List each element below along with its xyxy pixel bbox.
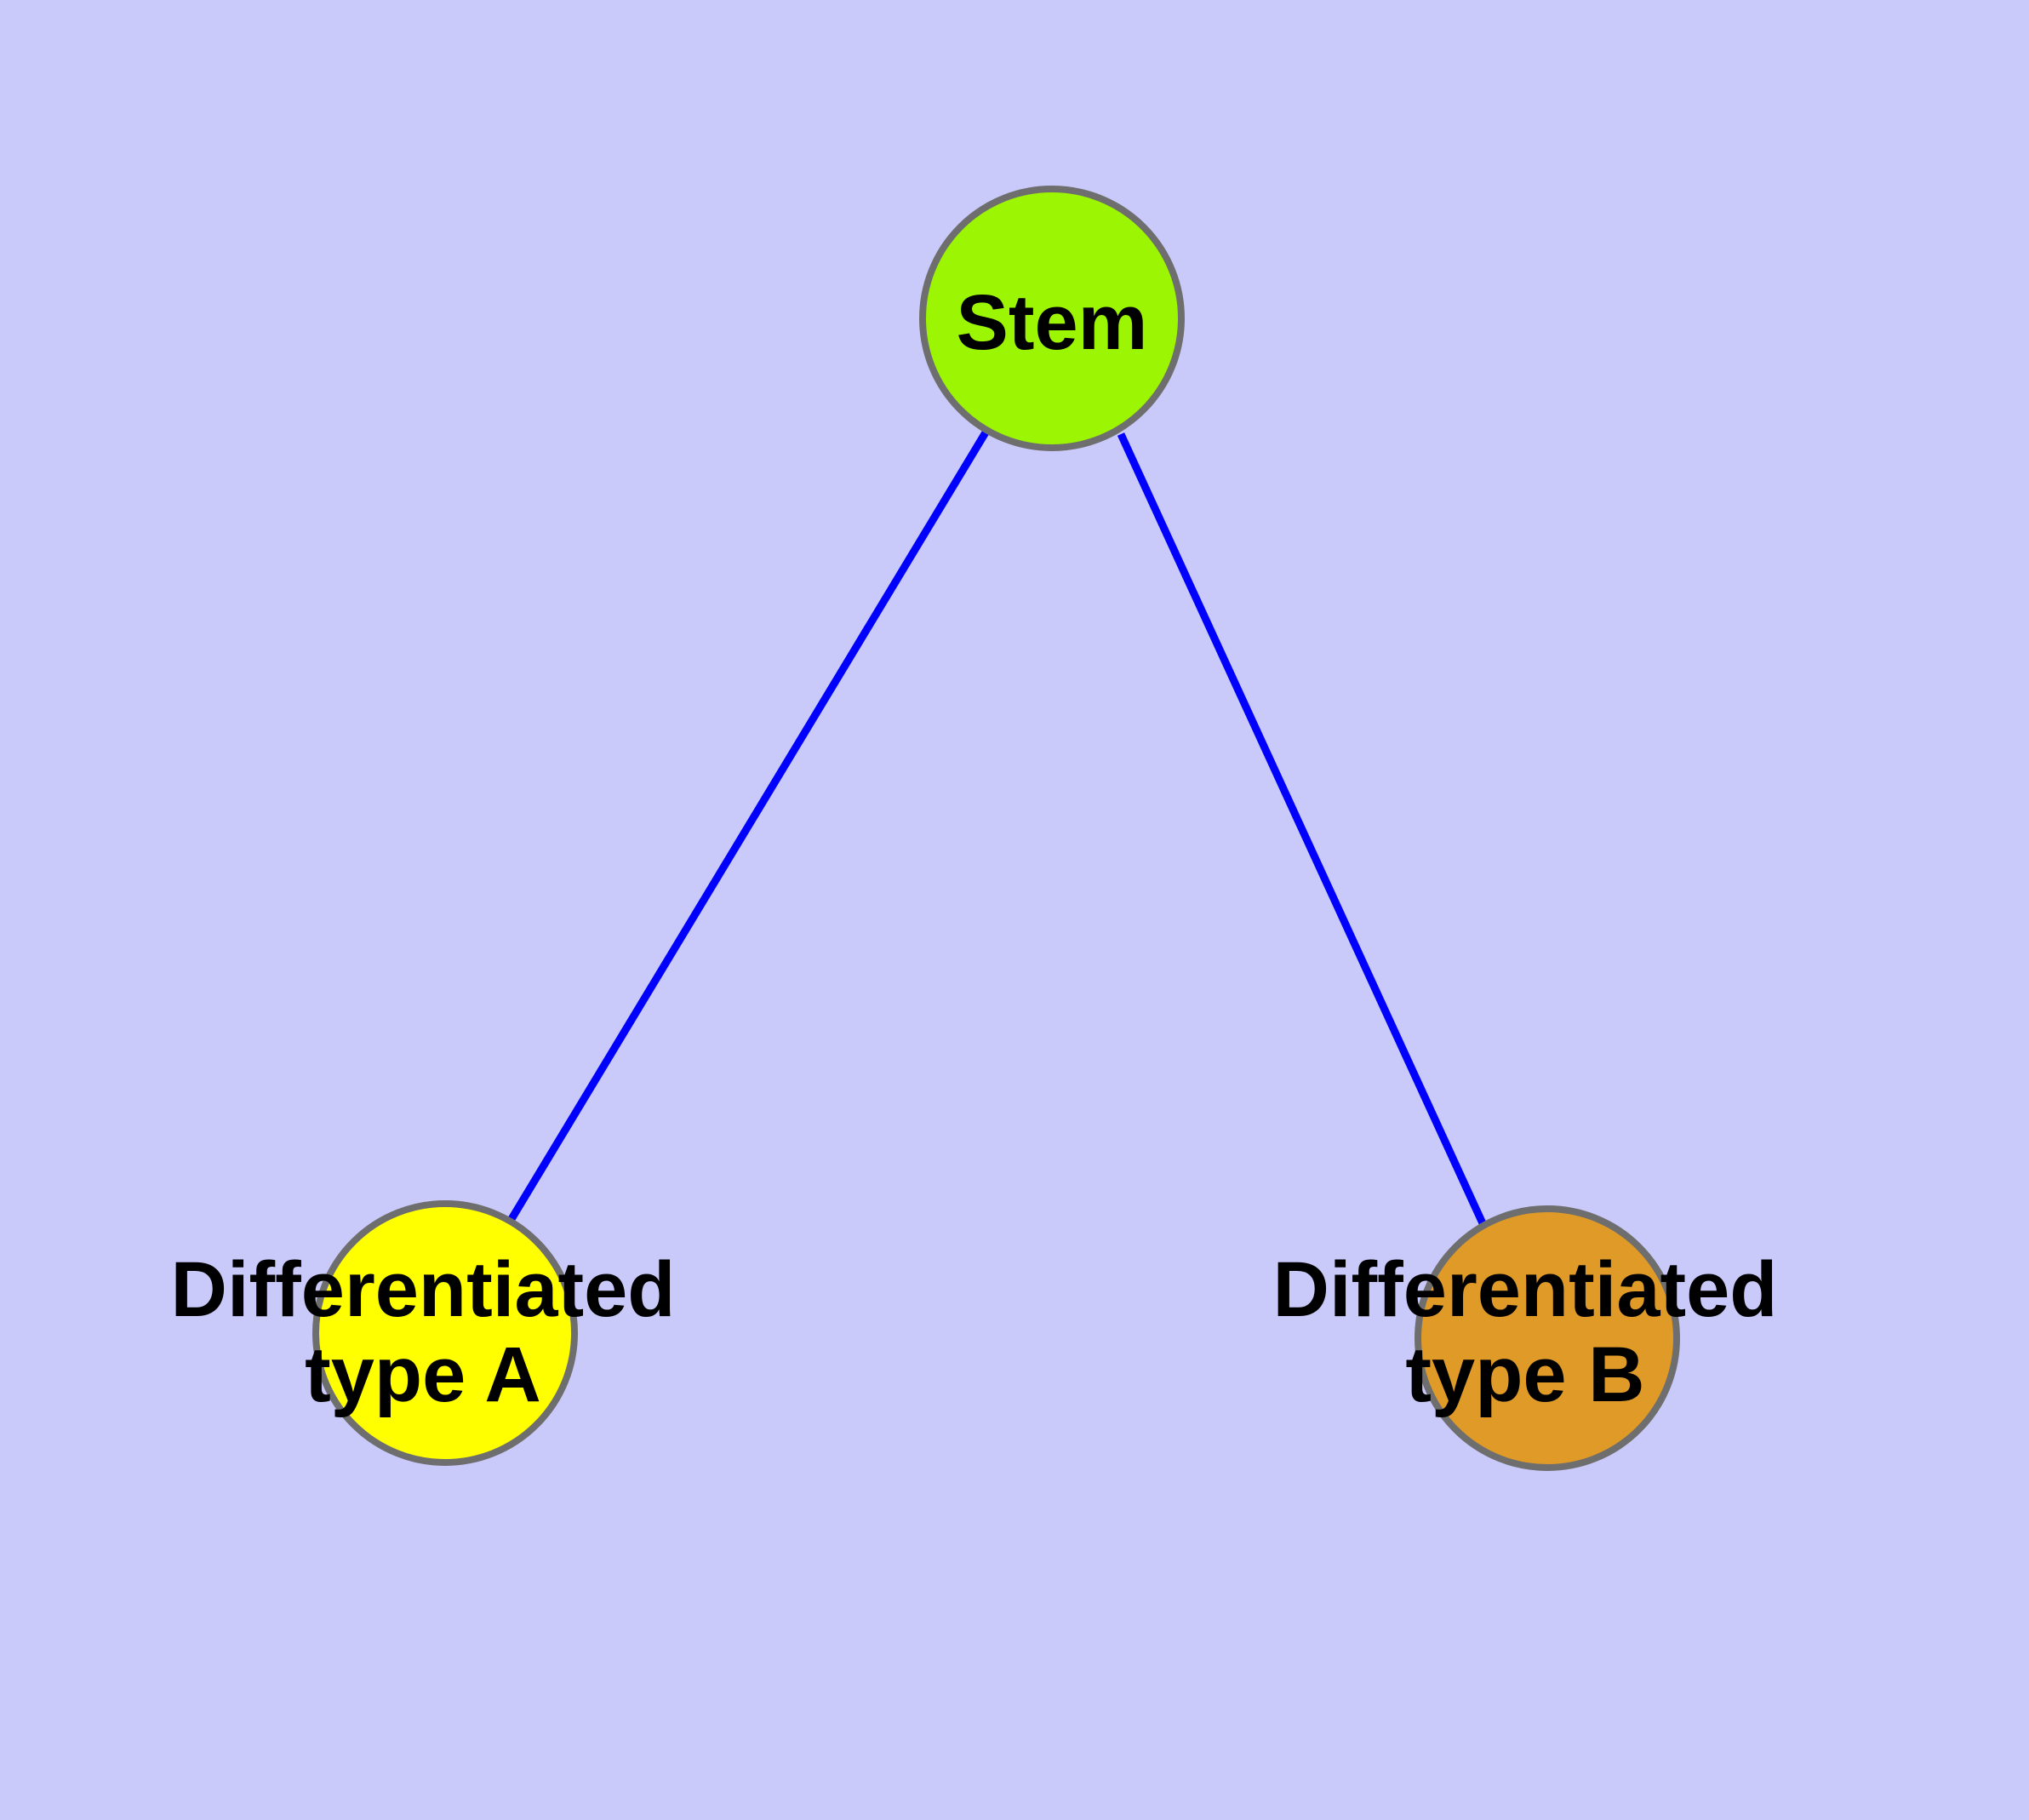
- differentiated-type-a-node-circle[interactable]: [312, 1200, 578, 1466]
- differentiated-type-b-label-line-2: type B: [1405, 1331, 1644, 1418]
- node-differentiated-type-a[interactable]: Differentiated type A: [171, 1200, 676, 1466]
- edge-stem-to-differentiated-type-a: [508, 430, 989, 1222]
- node-stem[interactable]: Stem: [919, 186, 1185, 451]
- nodes-group: Stem Differentiated type A Differentiate…: [171, 186, 1778, 1471]
- stem-node-label: Stem: [957, 279, 1148, 366]
- differentiated-type-b-label-line-1: Differentiated: [1273, 1246, 1778, 1333]
- edge-stem-to-differentiated-type-b: [1117, 432, 1487, 1225]
- node-differentiated-type-b[interactable]: Differentiated type B: [1273, 1205, 1778, 1471]
- differentiated-type-a-label-line-2: type A: [305, 1331, 541, 1418]
- stem-node-circle[interactable]: [919, 186, 1185, 451]
- edges-group: [508, 430, 1487, 1225]
- differentiated-type-a-label-line-1: Differentiated: [171, 1246, 676, 1333]
- differentiated-type-b-node-circle[interactable]: [1415, 1205, 1680, 1471]
